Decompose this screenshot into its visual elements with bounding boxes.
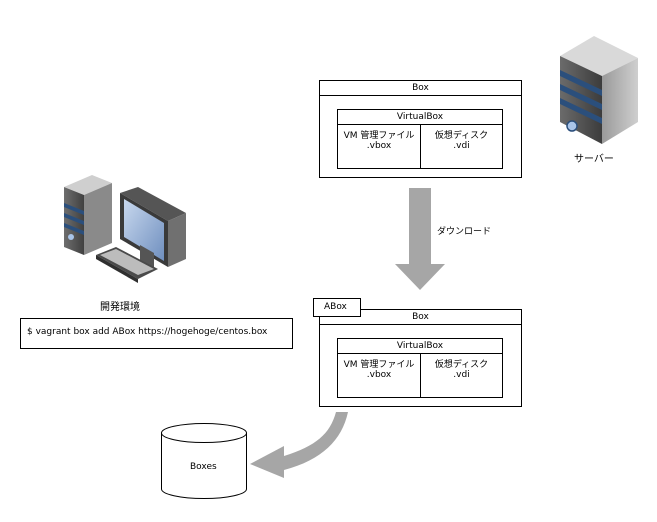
- top-disk-ext: .vdi: [453, 141, 470, 151]
- bottom-box: Box VirtualBox VM 管理ファイル .vbox 仮想ディスク .v…: [319, 309, 522, 407]
- bottom-virtualbox: VirtualBox VM 管理ファイル .vbox 仮想ディスク .vdi: [337, 338, 503, 398]
- download-label: ダウンロード: [437, 227, 492, 237]
- bottom-virtualbox-title: VirtualBox: [338, 339, 502, 354]
- top-box: Box VirtualBox VM 管理ファイル .vbox 仮想ディスク .v…: [319, 80, 522, 178]
- download-arrow: [395, 188, 445, 290]
- top-virtualbox-title: VirtualBox: [338, 110, 502, 125]
- boxes-label: Boxes: [190, 462, 217, 472]
- command-text: $ vagrant box add ABox https://hogehoge/…: [27, 327, 268, 337]
- top-vm-file-name: VM 管理ファイル: [343, 131, 415, 141]
- top-virtualbox: VirtualBox VM 管理ファイル .vbox 仮想ディスク .vdi: [337, 109, 503, 169]
- command-box: $ vagrant box add ABox https://hogehoge/…: [20, 318, 293, 349]
- bottom-disk-name: 仮想ディスク: [434, 360, 489, 370]
- dev-env-label: 開発環境: [100, 302, 140, 313]
- bottom-vm-file-cell: VM 管理ファイル .vbox: [338, 354, 421, 397]
- server-label: サーバー: [574, 154, 614, 165]
- abox-tag: ABox: [313, 298, 361, 317]
- bottom-vm-file-ext: .vbox: [366, 370, 392, 380]
- top-disk-name: 仮想ディスク: [434, 131, 489, 141]
- boxes-cylinder: [161, 423, 247, 499]
- abox-tag-label: ABox: [324, 302, 347, 312]
- store-arrow: [250, 412, 348, 478]
- bottom-vm-file-name: VM 管理ファイル: [343, 360, 415, 370]
- server-icon: [560, 36, 638, 144]
- top-vm-file-ext: .vbox: [366, 141, 392, 151]
- top-box-title: Box: [320, 81, 521, 96]
- bottom-disk-cell: 仮想ディスク .vdi: [421, 354, 502, 397]
- top-disk-cell: 仮想ディスク .vdi: [421, 125, 502, 168]
- bottom-box-title: Box: [320, 310, 521, 325]
- bottom-disk-ext: .vdi: [453, 370, 470, 380]
- computer-icon: [64, 175, 186, 283]
- top-vm-file-cell: VM 管理ファイル .vbox: [338, 125, 421, 168]
